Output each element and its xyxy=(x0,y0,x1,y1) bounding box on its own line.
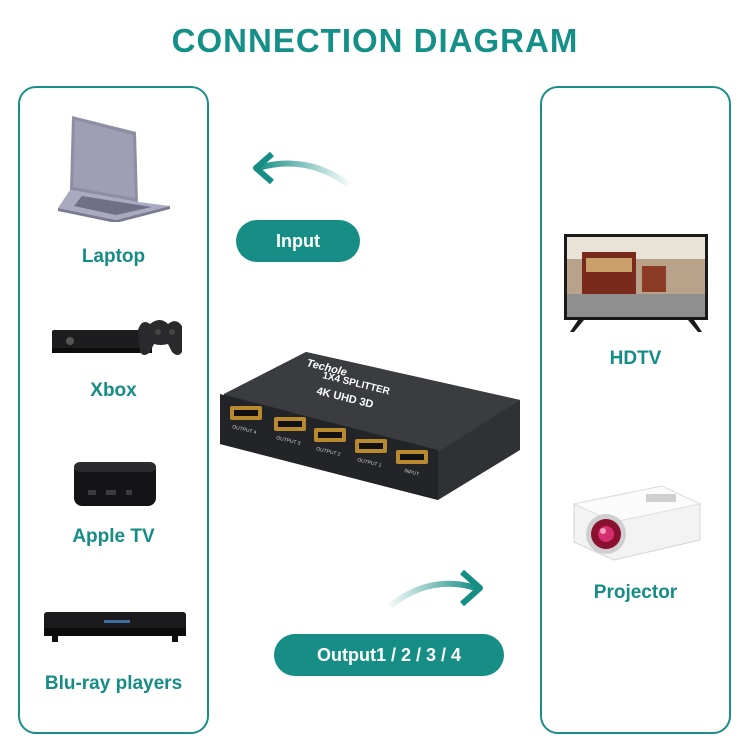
laptop-icon xyxy=(58,116,170,222)
port-label-input: INPUT xyxy=(404,468,420,477)
port-label-output1: OUTPUT 1 xyxy=(357,457,383,469)
input-arrow-icon xyxy=(253,151,350,187)
tv-icon xyxy=(564,234,708,332)
page-title: CONNECTION DIAGRAM xyxy=(171,22,579,59)
port-label-output4: OUTPUT 4 xyxy=(232,424,258,436)
apple-tv-label: Apple TV xyxy=(72,526,155,547)
hdmi-splitter-device: Techole 1X4 SPLITTER 4K UHD 3D OUTPUT 4 … xyxy=(220,352,520,500)
output-arrow-icon xyxy=(388,569,483,609)
apple-tv-icon xyxy=(74,462,156,506)
xbox-label: Xbox xyxy=(90,380,137,401)
port-label-output3: OUTPUT 3 xyxy=(276,435,302,447)
hdtv-label: HDTV xyxy=(609,348,662,369)
projector-label: Projector xyxy=(593,582,678,603)
input-badge: Input xyxy=(236,220,360,262)
bluray-player-icon xyxy=(44,612,186,642)
xbox-console-icon xyxy=(52,320,182,355)
bluray-label: Blu-ray players xyxy=(44,673,183,694)
laptop-label: Laptop xyxy=(81,246,146,267)
projector-icon xyxy=(572,485,702,561)
port-label-output2: OUTPUT 2 xyxy=(316,446,342,458)
output-badge: Output1 / 2 / 3 / 4 xyxy=(274,634,504,676)
display-devices-panel xyxy=(540,86,731,734)
